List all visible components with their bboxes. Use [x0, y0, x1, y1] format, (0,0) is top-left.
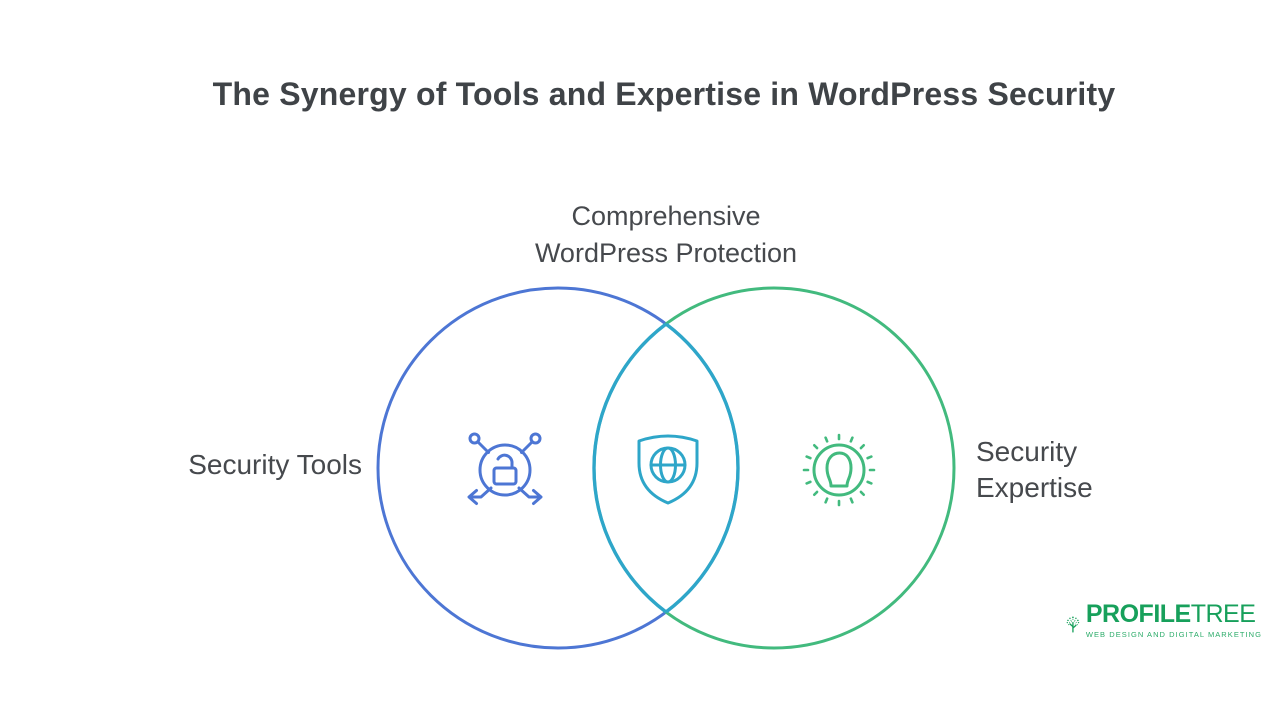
expert-person-icon: [802, 433, 876, 507]
brand-name-bold: PROFILE: [1085, 600, 1191, 628]
overlap-arc-left-bulge: [592, 322, 668, 614]
overlap-label: Comprehensive WordPress Protection: [534, 201, 798, 268]
shield-globe-icon: [637, 434, 699, 505]
brand-name: PROFILETREE: [1086, 602, 1262, 627]
profiletree-logo: PROFILETREE WEB DESIGN AND DIGITAL MARKE…: [1066, 596, 1262, 654]
right-circle-label: Security Expertise: [976, 436, 1093, 503]
tree-icon: [1066, 616, 1080, 633]
network-unlock-icon: [467, 432, 543, 505]
overlap-arc-right-bulge: [664, 322, 740, 614]
page-title: The Synergy of Tools and Expertise in Wo…: [212, 76, 1116, 112]
left-circle-label: Security Tools: [188, 449, 362, 480]
brand-tagline: WEB DESIGN AND DIGITAL MARKETING: [1085, 630, 1262, 639]
brand-name-light: TREE: [1190, 600, 1256, 628]
right-circle: [592, 286, 956, 650]
